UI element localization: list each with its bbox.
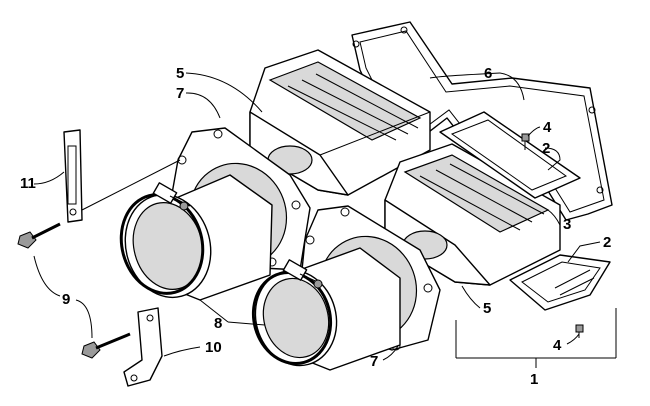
- lower-boot-tube-part: [254, 247, 401, 371]
- callout-5-lower: 5: [483, 300, 491, 317]
- upper-boot-tube-part: [124, 174, 273, 301]
- upper-reed-plate-part: [439, 111, 581, 199]
- upper-bolt-part: [17, 222, 61, 249]
- lower-clamp-part: [251, 259, 333, 366]
- callout-labels: 1 2 2 3 4 4 5 5 6 7 7 8 9 10 11: [20, 65, 611, 388]
- callout-2-lower: 2: [603, 234, 611, 251]
- lower-screw-part: [575, 324, 584, 338]
- lower-reed-plate-part: [509, 254, 611, 311]
- lower-reed-block-part: [384, 143, 561, 286]
- callout-1: 1: [530, 371, 538, 388]
- callout-5-upper: 5: [176, 65, 184, 82]
- upper-clamp-part: [119, 182, 205, 295]
- callout-8: 8: [214, 315, 222, 332]
- lower-bracket-part: [123, 307, 163, 387]
- bracket-part: [63, 129, 181, 223]
- upper-reed-block-part: [249, 49, 431, 196]
- callout-7-lower: 7: [370, 353, 378, 370]
- callout-4-upper: 4: [543, 119, 552, 136]
- callout-6: 6: [484, 65, 492, 82]
- callout-2-upper: 2: [542, 140, 550, 157]
- callout-4-lower: 4: [553, 337, 562, 354]
- callout-11: 11: [20, 175, 36, 192]
- callout-9: 9: [62, 291, 70, 308]
- callout-3: 3: [563, 216, 571, 233]
- upper-screw-part: [521, 133, 530, 150]
- lower-bolt-part: [81, 332, 131, 359]
- callout-10: 10: [205, 339, 222, 356]
- leader-lines: [33, 72, 617, 368]
- callout-7-upper: 7: [176, 85, 184, 102]
